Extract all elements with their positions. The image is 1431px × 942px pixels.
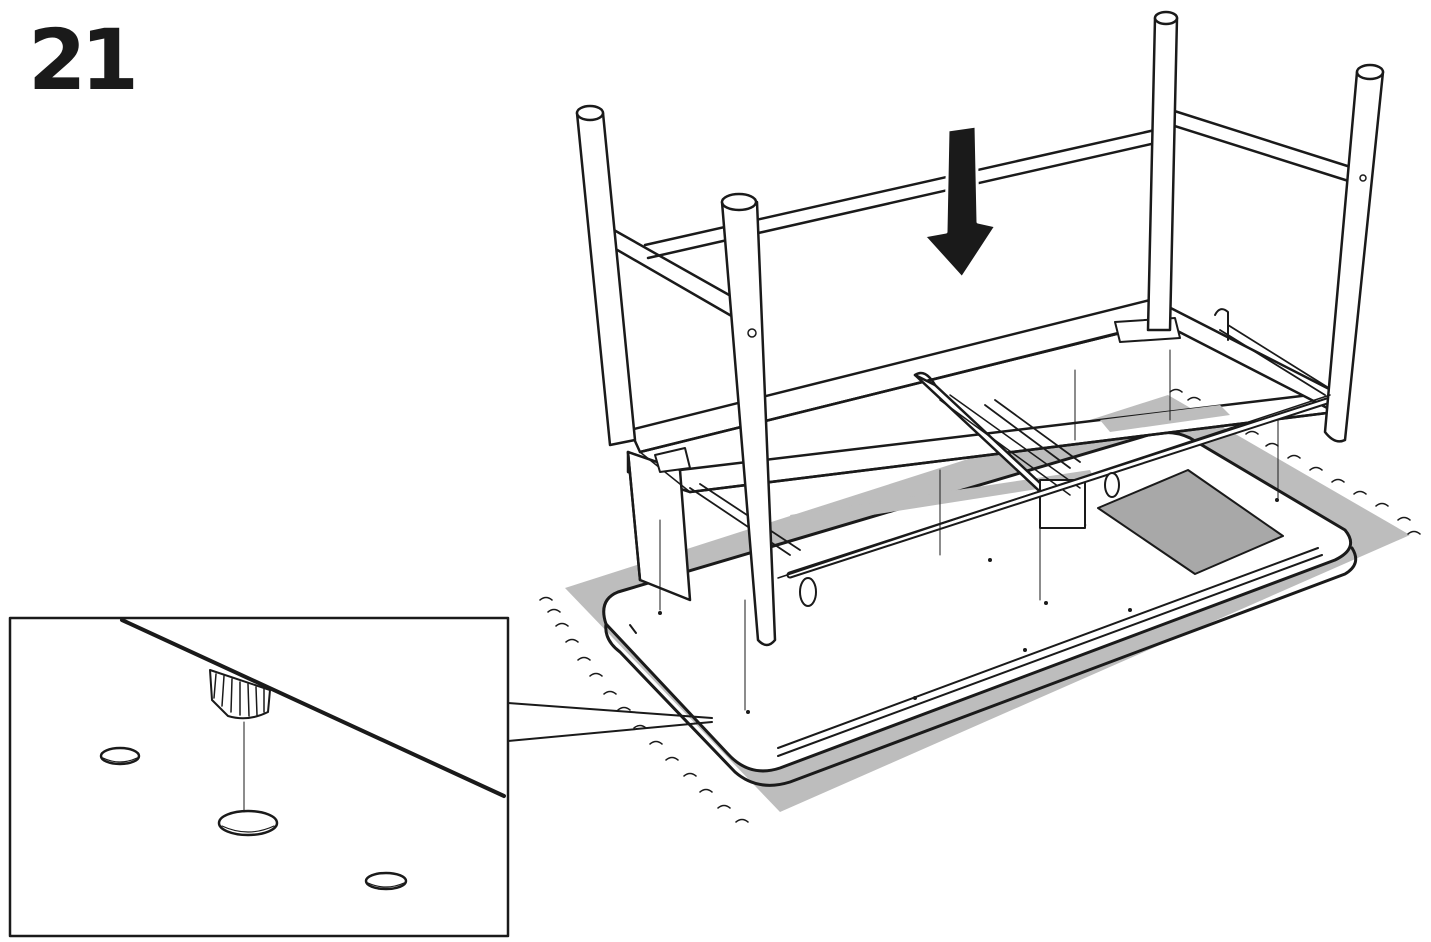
peg-hole <box>99 746 408 891</box>
down-arrow-icon <box>922 124 998 280</box>
detail-box <box>8 616 510 938</box>
guide-lines <box>659 349 1279 711</box>
peg <box>209 669 271 720</box>
tabletop-panel <box>1097 469 1284 575</box>
right-stretcher <box>1163 106 1362 172</box>
leg-front-left <box>720 200 777 647</box>
back-stretcher <box>643 128 1157 247</box>
leg-front-right <box>1323 70 1385 443</box>
slide-rails <box>689 324 1333 556</box>
table-frame <box>575 10 1385 711</box>
left-stretcher <box>603 223 740 302</box>
leg-back-left <box>575 111 637 447</box>
step-number: 21 <box>28 11 139 109</box>
tabletop <box>539 388 1421 823</box>
peg-hole-markers <box>658 498 1279 714</box>
leg-back-right <box>1146 16 1179 332</box>
table-legs <box>575 10 1385 647</box>
right-apron <box>1153 298 1337 414</box>
detail-callout <box>8 616 713 938</box>
mat-fringe <box>539 388 1421 823</box>
